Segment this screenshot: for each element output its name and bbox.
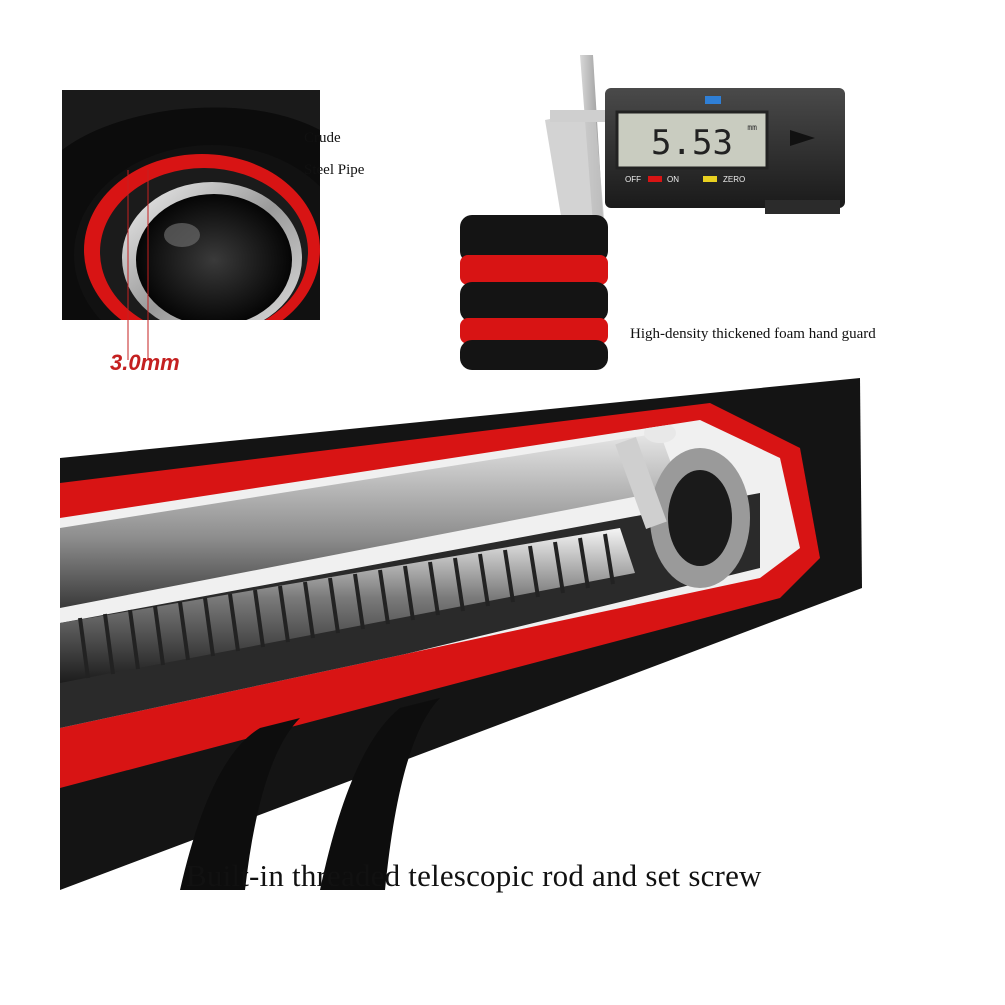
foam-grip-sample [460,215,608,370]
caliper-zero-label: ZERO [723,175,745,184]
caliper-display-value: 5.53 [651,123,733,163]
set-screw [615,423,676,530]
threaded-rod-cutaway-photo [60,378,862,890]
threaded-rod [60,528,635,683]
caliper-on-label: ON [667,175,679,184]
threaded-rod-caption: Built-in threaded telescopic rod and set… [186,858,762,893]
foam-hand-guard-caption: High-density thickened foam hand guard [630,326,876,342]
caliper-photo: 5.53 mm OFF ON ZERO [460,55,845,370]
crude-caption-line2: Steel Pipe [304,162,365,178]
pipe-thickness-label: 3.0mm [110,350,180,375]
caliper-display-unit: mm [747,123,757,132]
crude-caption-line1: Crude [304,130,341,146]
caliper-off-label: OFF [625,175,641,184]
crude-steel-pipe-caption: Crude Steel Pipe [304,122,364,186]
steel-pipe-photo: 3.0mm [62,90,320,375]
